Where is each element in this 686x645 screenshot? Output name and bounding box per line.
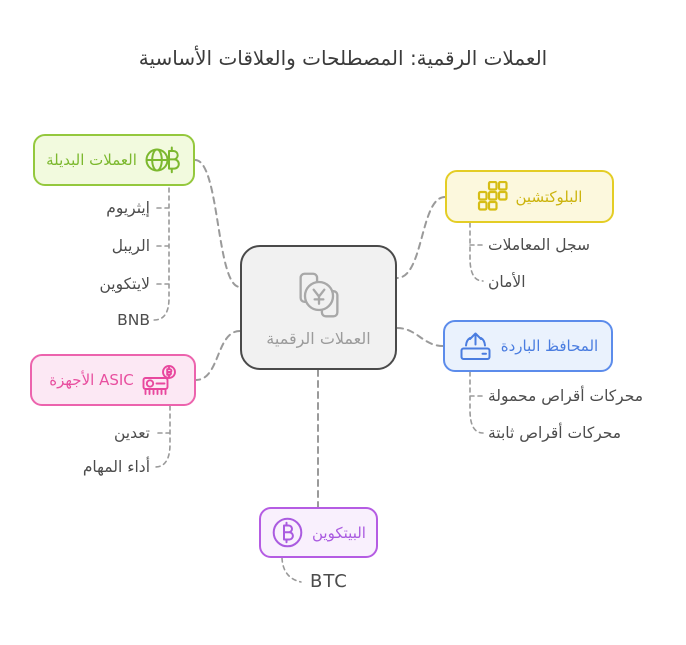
node-bitcoin[interactable]: البيتكوين — [259, 507, 378, 558]
list-item-ethereum[interactable]: إيثريوم — [106, 199, 150, 217]
connector-central-cold-wallets — [396, 327, 444, 347]
connector-central-asic — [195, 330, 241, 381]
node-cold-wallets[interactable]: المحافظ الباردة — [443, 320, 613, 372]
altcoins-node-label: العملات البديلة — [46, 151, 137, 169]
list-item-ripple[interactable]: الريبل — [111, 237, 150, 255]
list-item-mining[interactable]: تعدين — [113, 424, 150, 442]
list-item-bnb[interactable]: BNB — [117, 311, 150, 329]
drive-upload-icon — [460, 332, 491, 360]
list-item-security[interactable]: الأمان — [488, 273, 526, 291]
connector-cold-wallets-items — [469, 371, 484, 434]
asic-miner-icon — [142, 364, 176, 395]
connector-bitcoin-btc — [281, 557, 302, 583]
blockchain-node-label: البلوكتشين — [515, 187, 583, 206]
central-node-label: العملات الرقمية — [266, 329, 371, 348]
connector-blockchain-items — [469, 222, 484, 282]
connector-central-blockchain — [396, 196, 446, 279]
bitcoin-circle-icon — [272, 517, 303, 548]
asic-node-label: ASIC الأجهزة — [49, 371, 134, 389]
page-title: العملات الرقمية: المصطلحات والعلاقات الأ… — [138, 46, 548, 70]
connector-central-altcoins — [194, 159, 241, 288]
list-item-btc[interactable]: BTC — [310, 571, 348, 592]
node-blockchain[interactable]: البلوكتشين — [445, 170, 614, 223]
node-digital-currencies[interactable]: العملات الرقمية — [240, 245, 397, 370]
connector-asic-items — [154, 405, 171, 468]
list-item-portable-drives[interactable]: محركات أقراص محمولة — [488, 387, 644, 405]
list-item-litecoin[interactable]: لايتكوين — [99, 275, 150, 293]
cold-wallets-node-label: المحافظ الباردة — [500, 337, 599, 355]
currency-exchange-icon — [298, 272, 339, 318]
list-item-fixed-drives[interactable]: محركات أقراص ثابتة — [488, 424, 622, 442]
node-altcoins[interactable]: العملات البديلة — [33, 134, 195, 186]
list-item-task-performance[interactable]: أداء المهام — [82, 458, 150, 476]
connector-altcoins-items — [153, 187, 170, 321]
bitcoin-node-label: البيتكوين — [312, 523, 366, 542]
list-item-transaction-ledger[interactable]: سجل المعاملات — [488, 236, 590, 254]
globe-bitcoin-icon — [145, 146, 180, 174]
node-asic-devices[interactable]: ASIC الأجهزة — [30, 354, 196, 406]
blocks-icon — [477, 181, 508, 211]
